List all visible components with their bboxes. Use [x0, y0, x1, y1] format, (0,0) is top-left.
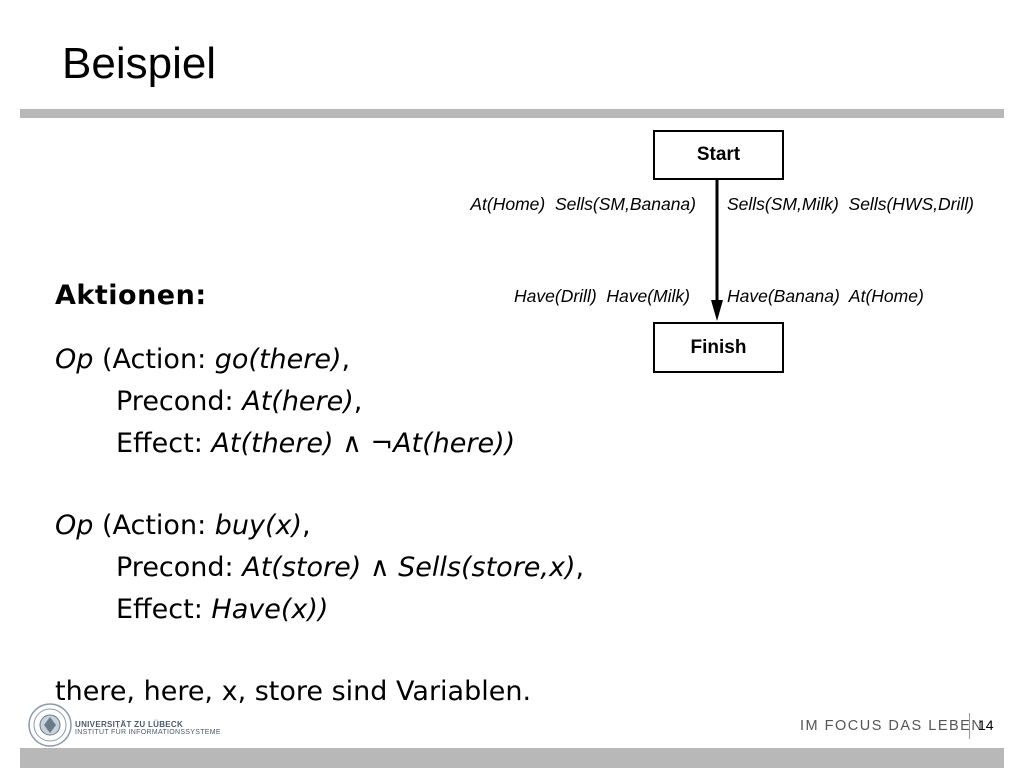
- start-effects-right: Sells(SM,Milk) Sells(HWS,Drill): [727, 194, 974, 214]
- op2-effect-line: Effect: Have(x)): [116, 594, 328, 626]
- op2-keyword: Op: [55, 510, 94, 541]
- university-motto: IM FOCUS DAS LEBEN: [800, 718, 984, 734]
- op1-precond-label: Precond:: [116, 386, 243, 417]
- finish-preconditions-left: Have(Drill) Have(Milk): [514, 286, 690, 306]
- footer-bar: [20, 748, 1004, 768]
- op1-action-label: (Action:: [93, 344, 215, 375]
- op1-precond-end: ,: [353, 386, 363, 417]
- finish-node: Finish: [653, 322, 784, 373]
- start-effects-left: At(Home) Sells(SM,Banana): [470, 194, 696, 214]
- title-divider: [20, 109, 1004, 118]
- op2-precond-label: Precond:: [116, 552, 243, 583]
- op1-action-line: Op (Action: go(there),: [55, 344, 350, 376]
- op2-precond-line: Precond: At(store) ∧ Sells(store,x),: [116, 552, 584, 584]
- op2-action-line: Op (Action: buy(x),: [55, 510, 311, 542]
- op1-effect-label: Effect:: [116, 428, 212, 459]
- university-name: UNIVERSITÄT ZU LÜBECK: [75, 720, 184, 729]
- footer-divider: [969, 713, 970, 739]
- op2-action-label: (Action:: [93, 510, 215, 541]
- op2-effect: Have(x)): [211, 594, 329, 625]
- university-seal-icon: [28, 703, 72, 747]
- op2-precond: At(store) ∧ Sells(store,x): [242, 552, 576, 583]
- start-node: Start: [653, 130, 784, 180]
- op2-precond-end: ,: [575, 552, 585, 583]
- op1-effect: At(there) ∧ ¬At(here)): [211, 428, 516, 459]
- start-node-label: Start: [696, 144, 741, 165]
- op1-effect-line: Effect: At(there) ∧ ¬At(here)): [116, 428, 515, 460]
- op1-precond-line: Precond: At(here),: [116, 386, 362, 418]
- variables-note: there, here, x, store sind Variablen.: [55, 676, 532, 707]
- op2-action-end: ,: [302, 510, 311, 541]
- finish-preconditions-right: Have(Banana) At(Home): [727, 286, 924, 306]
- finish-node-label: Finish: [690, 336, 747, 358]
- actions-heading: Aktionen:: [55, 280, 207, 311]
- op1-keyword: Op: [55, 344, 94, 375]
- op1-action-end: ,: [341, 344, 351, 375]
- op1-precond: At(here): [242, 386, 354, 417]
- op2-effect-label: Effect:: [116, 594, 212, 625]
- page-number: 14: [978, 717, 994, 733]
- slide-title: Beispiel: [62, 39, 217, 88]
- institute-name: INSTITUT FÜR INFORMATIONSSYSTEME: [75, 729, 221, 736]
- op1-action: go(there): [214, 344, 342, 375]
- op2-action: buy(x): [214, 510, 303, 541]
